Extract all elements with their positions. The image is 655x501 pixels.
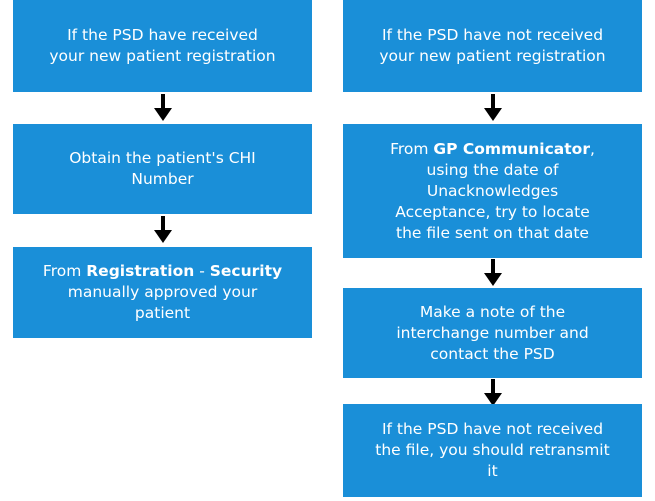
box-text-line: patient (134, 304, 191, 322)
left-box-registration-security: From Registration - Security manually ap… (13, 247, 312, 338)
arrow-down-icon (481, 259, 505, 287)
arrow-down-icon (481, 379, 505, 407)
box-text-line: If the PSD have received (67, 26, 258, 44)
box-text-line: From Registration - Security (42, 262, 283, 280)
box-text-line: Acceptance, try to locate (395, 202, 590, 221)
box-text-line: the file, you should retransmit (375, 441, 610, 459)
box-text-line: manually approved your (67, 283, 258, 301)
box-text-line: contact the PSD (430, 344, 555, 363)
box-text-line: If the PSD have not received (381, 420, 604, 438)
right-box-note-interchange: Make a note of the interchange number an… (343, 288, 642, 378)
box-text-line: it (487, 462, 498, 480)
left-box-obtain-chi: Obtain the patient's CHI Number (13, 124, 312, 214)
box-text-line: If the PSD have not received (381, 26, 604, 44)
right-box-retransmit: If the PSD have not received the file, y… (343, 404, 642, 497)
box-text-line: using the date of (426, 160, 559, 179)
box-text-line: Obtain the patient's CHI (69, 149, 256, 167)
arrow-down-icon (151, 216, 175, 244)
box-text-line: the file sent on that date (396, 223, 589, 242)
box-text-line: interchange number and (396, 323, 589, 342)
right-box-gp-communicator: From GP Communicator, using the date of … (343, 124, 642, 258)
arrow-down-icon (151, 94, 175, 122)
box-text-line: your new patient registration (379, 47, 606, 65)
box-text-line: From GP Communicator, (390, 139, 595, 158)
left-box-psd-received: If the PSD have received your new patien… (13, 0, 312, 92)
box-text-line: your new patient registration (49, 47, 276, 65)
arrow-down-icon (481, 94, 505, 122)
box-text-line: Unacknowledges (426, 181, 559, 200)
box-text-line: Make a note of the (419, 302, 566, 321)
box-text-line: Number (131, 170, 194, 188)
right-box-psd-not-received: If the PSD have not received your new pa… (343, 0, 642, 92)
